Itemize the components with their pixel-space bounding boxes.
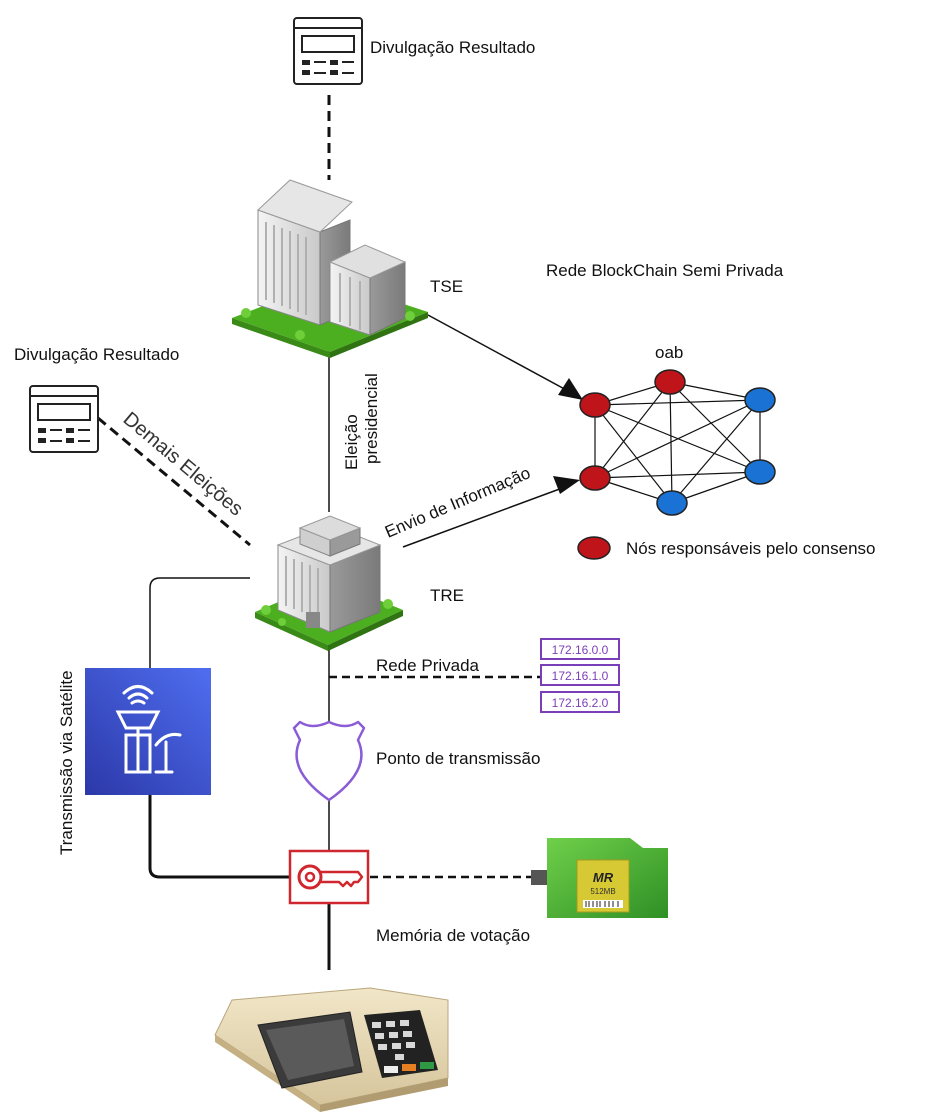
building-icon	[232, 179, 428, 358]
oab-label: oab	[655, 343, 683, 362]
regular-node	[656, 490, 688, 516]
eleicao-label-line1: Eleição	[342, 414, 361, 470]
tre-arrowhead	[553, 476, 580, 494]
demais-eleicoes-label: Demais Eleições	[119, 408, 247, 521]
result-label-left: Divulgação Resultado	[14, 345, 179, 364]
consensus-node	[579, 465, 611, 491]
memory-card-brand: MR	[593, 870, 614, 885]
voting-machine-icon	[214, 987, 449, 1112]
blockchain-network	[577, 369, 776, 560]
tse-blockchain-arrow	[427, 314, 571, 393]
memory-card-icon: MR 512MB	[531, 838, 668, 918]
document-icon	[293, 17, 363, 85]
blockchain-title: Rede BlockChain Semi Privada	[546, 261, 784, 280]
satellite-dish-icon	[85, 668, 211, 795]
connectors	[97, 95, 583, 970]
regular-node	[744, 387, 776, 413]
consensus-node	[579, 392, 611, 418]
memory-card-size: 512MB	[590, 887, 615, 896]
tse-label: TSE	[430, 277, 463, 296]
building-icon	[255, 515, 403, 651]
tre-blockchain-arrow	[402, 486, 566, 548]
satellite-label: Transmissão via Satélite	[57, 670, 76, 855]
satellite-link-bottom	[148, 795, 290, 879]
tre-result-dashed-line	[97, 416, 251, 547]
legend-consensus-node	[577, 536, 611, 560]
tse-arrowhead	[558, 378, 583, 400]
consensus-node-oab	[654, 369, 686, 395]
ip-addresses: 172.16.0.0 172.16.1.0 172.16.2.0	[540, 638, 620, 713]
regular-node	[744, 459, 776, 485]
tre-label: TRE	[430, 586, 464, 605]
ip-address: 172.16.1.0	[552, 669, 609, 683]
network-edges	[594, 381, 761, 504]
ponto-transmissao-label: Ponto de transmissão	[376, 749, 540, 768]
consensus-legend-label: Nós responsáveis pelo consenso	[626, 539, 875, 558]
memoria-votacao-label: Memória de votação	[376, 926, 530, 945]
shield-icon	[292, 720, 366, 802]
envio-informacao-label: Envio de Informação	[382, 463, 533, 541]
result-label-top: Divulgação Resultado	[370, 38, 535, 57]
ip-address: 172.16.0.0	[552, 643, 609, 657]
rede-privada-label: Rede Privada	[376, 656, 480, 675]
key-icon	[288, 849, 370, 905]
document-icon	[29, 385, 99, 453]
ip-address: 172.16.2.0	[552, 696, 609, 710]
eleicao-label-line2: presidencial	[362, 373, 381, 464]
satellite-link-top	[149, 577, 250, 668]
